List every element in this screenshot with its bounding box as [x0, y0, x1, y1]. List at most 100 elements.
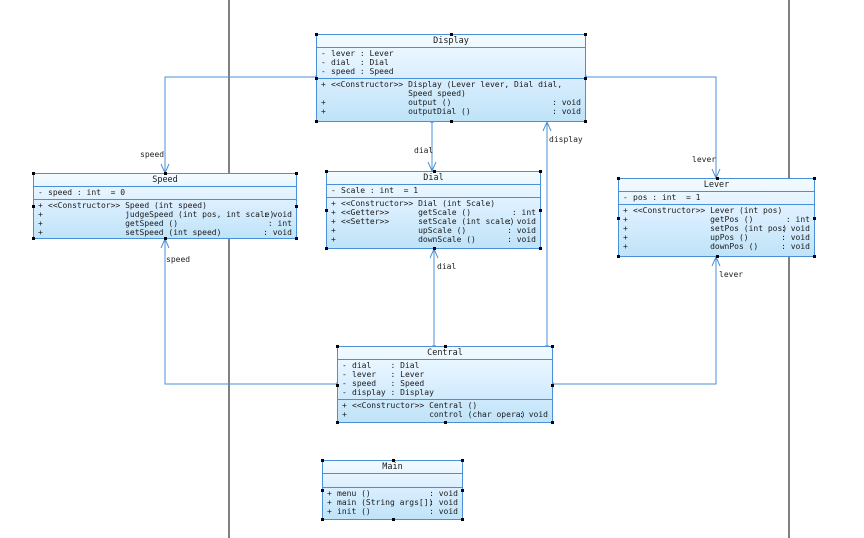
resize-handle[interactable] — [444, 345, 447, 348]
resize-handle[interactable] — [617, 177, 620, 180]
visibility-marker: + — [38, 219, 43, 228]
resize-handle[interactable] — [813, 177, 816, 180]
resize-handle[interactable] — [551, 421, 554, 424]
resize-handle[interactable] — [321, 459, 324, 462]
member-signature: <<Constructor>> Speed (int speed) — [48, 201, 207, 210]
resize-handle[interactable] — [325, 209, 328, 212]
operations-section: +<<Constructor>> Display (Lever lever, D… — [317, 78, 585, 118]
return-type: : void — [429, 507, 458, 516]
resize-handle[interactable] — [315, 120, 318, 123]
resize-handle[interactable] — [336, 383, 339, 387]
class-box-main[interactable]: Main+menu (): void+main (String args[]):… — [322, 460, 463, 520]
resize-handle[interactable] — [295, 237, 298, 240]
resize-handle[interactable] — [450, 33, 453, 36]
resize-handle[interactable] — [617, 255, 620, 258]
resize-handle[interactable] — [461, 489, 464, 492]
visibility-marker: + — [331, 208, 336, 217]
resize-handle[interactable] — [584, 77, 587, 80]
resize-handle[interactable] — [715, 255, 719, 258]
class-name: Speed — [34, 174, 296, 187]
resize-handle[interactable] — [617, 216, 620, 220]
operation-row: + judgeSpeed (int pos, int scale): void — [38, 210, 292, 219]
attributes-section: -Scale : int = 1 — [327, 185, 540, 197]
resize-handle[interactable] — [551, 345, 554, 348]
operation-row: +<<Getter>> getScale (): int — [331, 208, 536, 217]
resize-handle[interactable] — [321, 489, 324, 492]
attributes-section: -pos : int = 1 — [619, 192, 814, 204]
visibility-marker: + — [321, 107, 326, 116]
resize-handle[interactable] — [164, 172, 167, 175]
resize-handle[interactable] — [539, 170, 542, 173]
association-display-speed[interactable] — [164, 76, 316, 173]
visibility-marker: + — [623, 215, 628, 224]
visibility-marker: - — [623, 193, 628, 202]
resize-handle[interactable] — [321, 518, 324, 521]
class-box-central[interactable]: Central-dial : Dial-lever : Lever-speed … — [337, 346, 553, 423]
operation-row: + <<Constructor>> Lever (int pos) — [623, 206, 810, 215]
arrowhead — [542, 120, 552, 132]
resize-handle[interactable] — [461, 518, 464, 521]
association-central-lever[interactable] — [553, 257, 717, 385]
operations-section: +menu (): void+main (String args[]): voi… — [323, 487, 462, 518]
resize-handle[interactable] — [539, 209, 542, 212]
resize-handle[interactable] — [444, 421, 447, 424]
resize-handle[interactable] — [813, 216, 816, 220]
member-signature: speed : Speed — [352, 379, 425, 388]
operation-row: + downPos (): void — [623, 242, 810, 251]
class-box-display[interactable]: Display-lever : Lever-dial : Dial-speed … — [316, 34, 586, 122]
return-type: : int — [511, 208, 536, 217]
resize-handle[interactable] — [432, 170, 436, 173]
resize-handle[interactable] — [336, 421, 339, 424]
return-type: : void — [781, 233, 810, 242]
member-signature: <<Constructor>> Lever (int pos) — [633, 206, 783, 215]
resize-handle[interactable] — [325, 170, 328, 173]
resize-handle[interactable] — [715, 177, 719, 180]
visibility-marker: + — [327, 489, 332, 498]
association-display-lever[interactable] — [586, 76, 717, 178]
association-role-label: display — [549, 135, 583, 144]
return-type: : void — [507, 217, 536, 226]
resize-handle[interactable] — [450, 120, 453, 123]
resize-handle[interactable] — [336, 345, 339, 348]
resize-handle[interactable] — [461, 459, 464, 462]
attribute-row: -speed : Speed — [321, 67, 581, 76]
resize-handle[interactable] — [295, 172, 298, 175]
attributes-section: -lever : Lever-dial : Dial-speed : Speed — [317, 48, 585, 78]
resize-handle[interactable] — [315, 77, 318, 80]
resize-handle[interactable] — [164, 237, 167, 240]
class-box-lever[interactable]: Lever-pos : int = 1+<<Constructor>> Leve… — [618, 178, 815, 257]
member-signature: setPos (int pos) — [633, 224, 788, 233]
member-signature: upPos () — [633, 233, 749, 242]
visibility-marker: + — [331, 199, 336, 208]
operation-row: +<<Constructor>> Display (Lever lever, D… — [321, 80, 581, 89]
member-signature: downPos () — [633, 242, 759, 251]
resize-handle[interactable] — [32, 237, 35, 240]
association-role-label: dial — [437, 262, 457, 271]
resize-handle[interactable] — [391, 518, 395, 521]
return-type: : void — [552, 107, 581, 116]
association-central-speed[interactable] — [164, 239, 337, 385]
resize-handle[interactable] — [295, 205, 298, 208]
visibility-marker: - — [321, 49, 326, 58]
class-box-dial[interactable]: Dial-Scale : int = 1+<<Constructor>> Dia… — [326, 171, 541, 249]
resize-handle[interactable] — [32, 172, 35, 175]
visibility-marker: + — [327, 498, 332, 507]
resize-handle[interactable] — [584, 33, 587, 36]
class-box-speed[interactable]: Speed-speed : int = 0+<<Constructor>> Sp… — [33, 173, 297, 239]
member-signature: downScale () — [341, 235, 476, 244]
resize-handle[interactable] — [32, 205, 35, 208]
visibility-marker: + — [321, 98, 326, 107]
resize-handle[interactable] — [551, 383, 554, 387]
operation-row: +init (): void — [327, 507, 458, 516]
resize-handle[interactable] — [539, 247, 542, 250]
resize-handle[interactable] — [391, 459, 395, 462]
resize-handle[interactable] — [584, 120, 587, 123]
return-type: : void — [263, 210, 292, 219]
resize-handle[interactable] — [325, 247, 328, 250]
visibility-marker: + — [623, 233, 628, 242]
resize-handle[interactable] — [813, 255, 816, 258]
resize-handle[interactable] — [315, 33, 318, 36]
resize-handle[interactable] — [432, 247, 436, 250]
member-signature: outputDial () — [331, 107, 471, 116]
visibility-marker: + — [623, 206, 628, 215]
